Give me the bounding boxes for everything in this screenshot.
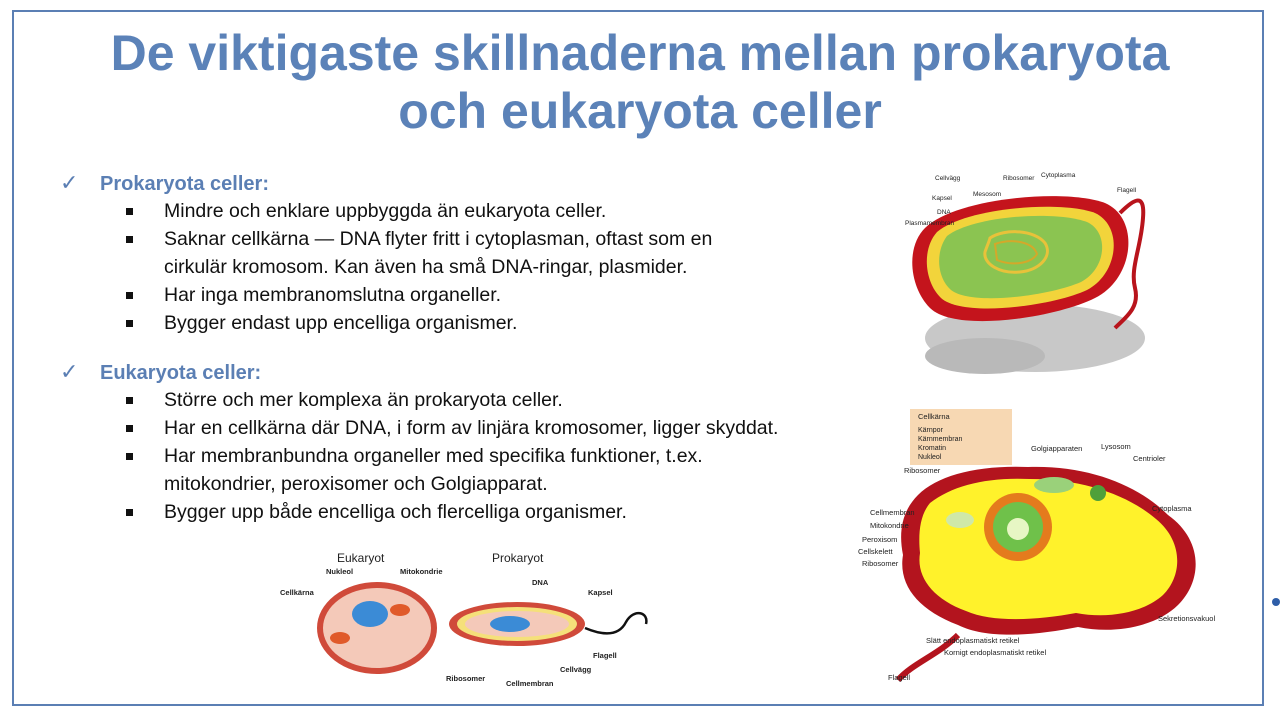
label-dna: DNA	[937, 209, 951, 216]
square-bullet-icon	[126, 236, 133, 243]
label-cellmembran: Cellmembran	[506, 679, 554, 688]
golgi-apparatus	[1034, 477, 1074, 493]
list-item: Har membranbundna organeller med specifi…	[120, 442, 784, 498]
dna-coil-inner	[993, 240, 1039, 265]
legend-item: Kärnmembran	[918, 436, 962, 443]
dna-coil	[983, 230, 1049, 274]
label-ribosomer-top: Ribosomer	[904, 466, 941, 475]
label-golgi: Golgiapparaten	[1031, 444, 1082, 453]
section-heading-eukaryota: ✓ Eukaryota celler:	[60, 359, 261, 385]
label-cellvagg: Cellvägg	[560, 665, 592, 674]
label-flagell: Flagell	[1117, 187, 1137, 194]
label-cellvagg: Cellvägg	[935, 175, 961, 182]
list-item: Har inga membranomslutna organeller.	[120, 281, 860, 309]
label-cellskelett: Cellskelett	[858, 547, 894, 556]
eukaryot-cell-inner	[323, 588, 431, 668]
square-bullet-icon	[126, 397, 133, 404]
label-flagell: Flagell	[593, 651, 617, 660]
lysosome	[1090, 485, 1106, 501]
prokaryota-list: Mindre och enklare uppbyggda än eukaryot…	[120, 197, 860, 337]
section-heading-text: Prokaryota celler:	[100, 173, 269, 195]
slide-title: De viktigaste skillnaderna mellan prokar…	[0, 24, 1280, 140]
label-cytoplasma: Cytoplasma	[1041, 172, 1076, 179]
label-kapsel: Kapsel	[588, 588, 613, 597]
cytoplasm-shape	[939, 215, 1103, 299]
eukaryot-mitochondrion	[330, 632, 350, 644]
label-cellkarna: Cellkärna	[280, 588, 315, 597]
square-bullet-icon	[126, 425, 133, 432]
label-flagell: Flagell	[888, 673, 910, 682]
label-cellmembran: Cellmembran	[870, 508, 915, 517]
mitochondrion	[946, 512, 974, 528]
label-mesosom: Mesosom	[973, 191, 1001, 198]
legend-title: Cellkärna	[918, 412, 951, 421]
title-line-2: och eukaryota celler	[398, 83, 882, 139]
eukaryot-title: Eukaryot	[337, 551, 385, 565]
eukaryote-cell-diagram: Cellkärna Kärnpor Kärnmembran Kromatin N…	[858, 409, 1215, 683]
flagellum-shape	[1113, 198, 1146, 330]
nucleus-legend-box	[910, 409, 1012, 465]
square-bullet-icon	[126, 292, 133, 299]
legend-item: Nukleol	[918, 454, 942, 461]
label-mitokondrie: Mitokondrie	[400, 567, 443, 576]
label-slatt-er: Slätt endoplasmatiskt retikel	[926, 636, 1020, 645]
label-lysosom: Lysosom	[1101, 442, 1131, 451]
label-ribosomer: Ribosomer	[1003, 175, 1035, 182]
slide-indicator-dot	[1272, 598, 1280, 606]
cytoplasm-shape	[919, 478, 1178, 620]
square-bullet-icon	[126, 320, 133, 327]
label-dna: DNA	[532, 578, 549, 587]
checkmark-icon: ✓	[60, 170, 79, 195]
label-ribosomer: Ribosomer	[862, 559, 899, 568]
list-item: Större och mer komplexa än prokaryota ce…	[120, 386, 860, 414]
prokaryot-title: Prokaryot	[492, 551, 544, 565]
prokaryote-cell-diagram: Cellvägg Ribosomer Cytoplasma Mesosom Ka…	[905, 172, 1146, 374]
eukaryot-mitochondrion	[390, 604, 410, 616]
label-cytoplasma: Cytoplasma	[1152, 504, 1192, 513]
section-heading-text: Eukaryota celler:	[100, 362, 262, 384]
section-heading-prokaryota: ✓ Prokaryota celler:	[60, 170, 269, 196]
comparison-diagram: Eukaryot Prokaryot Nukleol Mitokondrie C…	[280, 551, 648, 688]
list-item: Bygger endast upp encelliga organismer.	[120, 309, 860, 337]
prokaryot-dna	[490, 616, 530, 632]
label-ribosomer: Ribosomer	[446, 674, 485, 683]
label-kapsel: Kapsel	[932, 195, 952, 202]
flagellum-shape	[895, 632, 961, 683]
cell-shadow-lower	[925, 338, 1045, 374]
prokaryot-flagellum	[584, 612, 648, 635]
square-bullet-icon	[126, 453, 133, 460]
list-item: Saknar cellkärna — DNA flyter fritt i cy…	[120, 225, 744, 281]
eukaryot-nucleus	[352, 601, 388, 627]
list-item: Mindre och enklare uppbyggda än eukaryot…	[120, 197, 860, 225]
eukaryota-list: Större och mer komplexa än prokaryota ce…	[120, 386, 860, 526]
label-kornigt-er: Kornigt endoplasmatiskt retikel	[944, 648, 1046, 657]
legend-item: Kärnpor	[918, 427, 944, 434]
label-sekretionsvakuol: Sekretionsvakuol	[1158, 614, 1215, 623]
label-plasmamembran: Plasmamembran	[905, 220, 955, 227]
label-nukleol: Nukleol	[326, 567, 353, 576]
label-peroxisom: Peroxisom	[862, 535, 897, 544]
list-item: Bygger upp både encelliga och flercellig…	[120, 498, 860, 526]
legend-item: Kromatin	[918, 445, 946, 452]
square-bullet-icon	[126, 208, 133, 215]
title-line-1: De viktigaste skillnaderna mellan prokar…	[110, 25, 1170, 81]
square-bullet-icon	[126, 509, 133, 516]
label-mitokondrie: Mitokondrie	[870, 521, 909, 530]
list-item: Har en cellkärna där DNA, i form av linj…	[120, 414, 860, 442]
nucleolus	[1007, 518, 1029, 540]
label-centrioler: Centrioler	[1133, 454, 1166, 463]
checkmark-icon: ✓	[60, 359, 79, 384]
